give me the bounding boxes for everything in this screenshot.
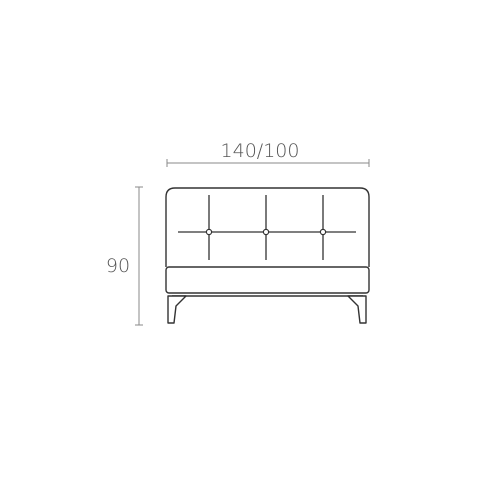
sofa-leg-left — [167, 295, 187, 324]
tufting-button — [205, 228, 213, 236]
width-dimension-label: 140/100 — [221, 140, 300, 162]
sofa-leg-right — [347, 295, 367, 324]
tufting-button — [319, 228, 327, 236]
sofa-backrest — [165, 187, 370, 267]
height-dimension: 90 — [106, 186, 143, 326]
sofa — [165, 187, 370, 324]
width-dimension: 140/100 — [166, 140, 370, 167]
tufting-button — [262, 228, 270, 236]
sofa-tufting — [178, 195, 356, 260]
sofa-seat-cushion — [165, 266, 370, 294]
height-dimension-label: 90 — [106, 255, 130, 277]
